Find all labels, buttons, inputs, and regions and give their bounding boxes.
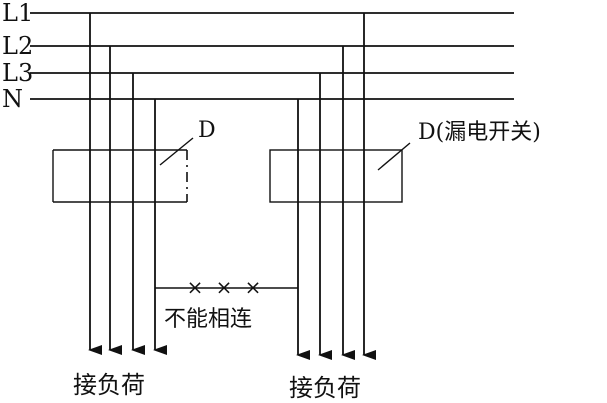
bus-l1-label: L1	[2, 0, 33, 27]
bus-n-label: N	[2, 85, 23, 113]
crossing-label: 不能相连	[164, 307, 252, 332]
left-switch-box	[52, 137, 194, 203]
left-box-pointer	[159, 137, 194, 166]
x-mark-3: ×	[245, 275, 262, 299]
right-box-pointer	[377, 142, 411, 171]
left-switch-label: D	[198, 118, 216, 143]
left-load-label: 接负荷	[73, 371, 145, 399]
bus-l3-label: L3	[2, 59, 33, 87]
right-switch-box	[269, 142, 411, 203]
right-load-label: 接负荷	[289, 374, 361, 402]
right-switch-label: D(漏电开关)	[418, 120, 541, 145]
bus-lines	[30, 12, 514, 100]
right-drops	[296, 13, 376, 360]
right-box-frame	[269, 149, 403, 203]
x-mark-1: ×	[187, 275, 204, 299]
bus-l2-label: L2	[2, 32, 33, 60]
x-mark-2: ×	[216, 275, 233, 299]
left-drops	[88, 13, 167, 355]
forbidden-connection: × × ×	[155, 275, 298, 299]
